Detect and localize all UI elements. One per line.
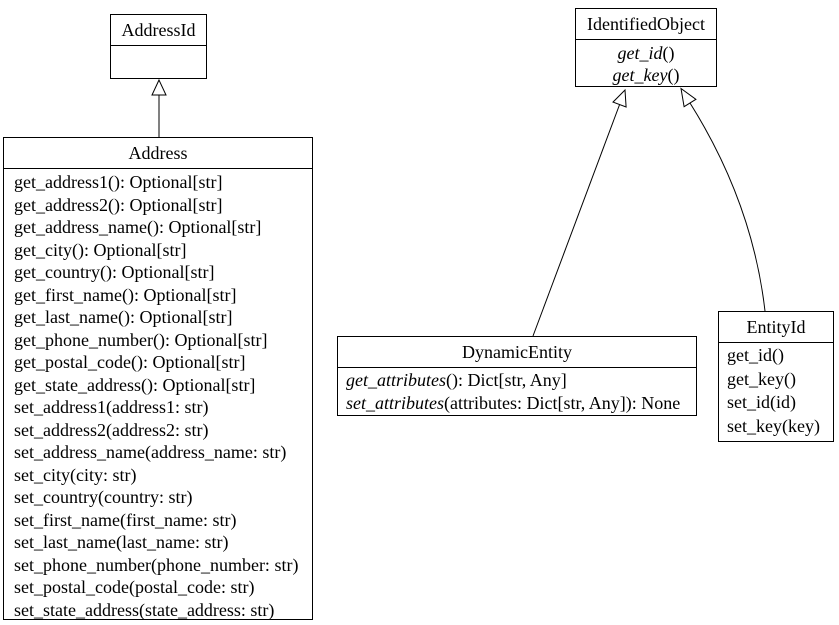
method: get_address_name(): Optional[str]	[14, 217, 262, 237]
method: get_country(): Optional[str]	[14, 262, 215, 282]
empty-compartment	[111, 46, 206, 78]
abstract-method: get_attributes(): Dict[str, Any]	[346, 370, 567, 390]
methods-compartment: get_address1(): Optional[str] get_addres…	[4, 169, 312, 621]
methods-compartment: get_id() get_key() set_id(id) set_key(ke…	[719, 343, 833, 438]
method: set_last_name(last_name: str)	[14, 532, 229, 552]
abstract-method: get_id()	[617, 43, 675, 63]
method: set_address2(address2: str)	[14, 419, 209, 440]
abstract-method: get_key()	[612, 65, 680, 85]
class-box-address: Address get_address1(): Optional[str] ge…	[3, 137, 313, 620]
methods-compartment: get_attributes(): Dict[str, Any] set_att…	[338, 368, 696, 414]
method: get_address2(): Optional[str]	[14, 194, 223, 215]
method: get_postal_code(): Optional[str]	[14, 352, 246, 372]
method: get_id()	[727, 345, 784, 365]
class-title: DynamicEntity	[338, 337, 696, 368]
method: set_first_name(first_name: str)	[14, 509, 237, 530]
method: set_id(id)	[727, 392, 796, 412]
method: get_city(): Optional[str]	[14, 239, 187, 260]
method: set_phone_number(phone_number: str)	[14, 554, 299, 575]
method: set_address1(address1: str)	[14, 397, 209, 417]
class-box-identifiedobject: IdentifiedObject get_id() get_key()	[575, 8, 717, 87]
class-box-dynamicentity: DynamicEntity get_attributes(): Dict[str…	[337, 336, 697, 416]
method: get_key()	[727, 368, 796, 389]
hollow-triangle-icon	[151, 78, 167, 96]
method: set_city(city: str)	[14, 464, 137, 485]
class-box-addressid: AddressId	[110, 14, 207, 79]
method: get_first_name(): Optional[str]	[14, 284, 237, 305]
inheritance-arrow-address-to-addressid	[151, 78, 167, 137]
method: get_last_name(): Optional[str]	[14, 307, 233, 327]
method: set_postal_code(postal_code: str)	[14, 577, 255, 597]
method: get_state_address(): Optional[str]	[14, 374, 256, 395]
class-title: EntityId	[719, 312, 833, 343]
abstract-method: set_attributes(attributes: Dict[str, Any…	[346, 392, 681, 413]
hollow-triangle-icon	[680, 87, 697, 108]
method: set_address_name(address_name: str)	[14, 442, 287, 462]
class-title: IdentifiedObject	[576, 9, 716, 40]
method: set_state_address(state_address: str)	[14, 599, 275, 620]
class-title: Address	[4, 138, 312, 169]
inheritance-arrow-entityid-to-identifiedobject	[680, 87, 766, 312]
method: get_address1(): Optional[str]	[14, 172, 223, 192]
method: set_country(country: str)	[14, 487, 193, 507]
method: set_key(key)	[727, 415, 820, 436]
class-box-entityid: EntityId get_id() get_key() set_id(id) s…	[718, 311, 834, 442]
methods-compartment: get_id() get_key()	[576, 40, 716, 86]
hollow-triangle-icon	[612, 88, 627, 108]
method: get_phone_number(): Optional[str]	[14, 329, 268, 350]
inheritance-arrow-dynamicentity-to-identifiedobject	[532, 88, 627, 337]
class-title: AddressId	[111, 15, 206, 46]
